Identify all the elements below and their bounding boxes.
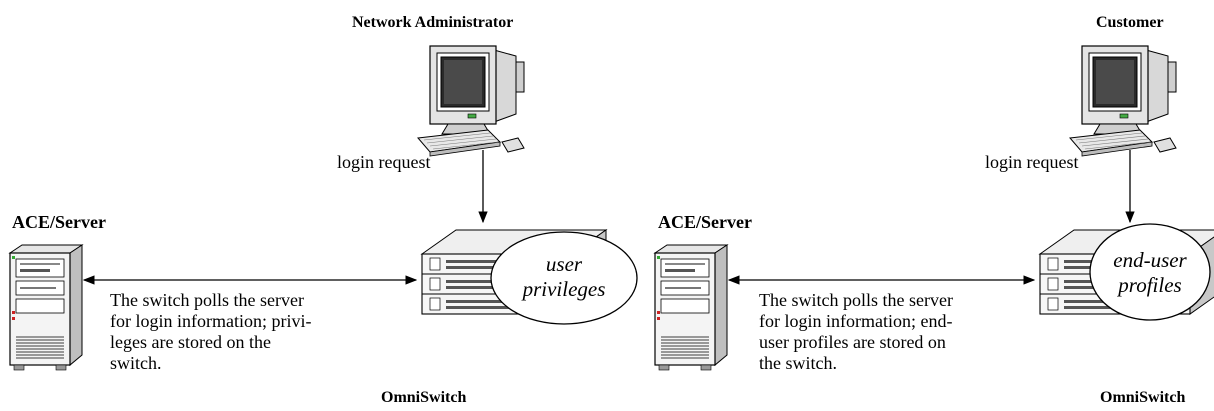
left-computer-icon: [417, 45, 525, 157]
right-server-tower-icon: [654, 244, 728, 371]
right-computer-icon: [1069, 45, 1177, 157]
left-privileges-bubble: [490, 231, 638, 325]
left-login-label: login request: [337, 152, 431, 172]
note-line: The switch polls the server: [759, 290, 953, 310]
note-line: leges are stored on the: [110, 332, 271, 352]
left-switch-title: OmniSwitch: [381, 389, 467, 406]
left-server-tower-icon: [9, 244, 83, 371]
note-line: for login information; privi-: [110, 311, 312, 331]
bubble-line: end-user: [1113, 248, 1187, 272]
note-line: switch.: [110, 353, 162, 373]
note-line: user profiles are stored on: [759, 332, 946, 352]
bubble-line: profiles: [1118, 273, 1182, 297]
note-line: The switch polls the server: [110, 290, 304, 310]
right-pc-title: Customer: [1096, 14, 1164, 31]
note-line: the switch.: [759, 353, 837, 373]
left-note: The switch polls the server for login in…: [110, 290, 311, 374]
left-server-title: ACE/Server: [12, 212, 106, 232]
right-server-title: ACE/Server: [658, 212, 752, 232]
right-login-label: login request: [985, 152, 1079, 172]
left-bubble-text: user privileges: [500, 252, 628, 302]
right-profiles-bubble: [1089, 223, 1211, 321]
right-note: The switch polls the server for login in…: [759, 290, 953, 374]
bubble-line: privileges: [522, 277, 606, 301]
bubble-line: user: [545, 252, 583, 276]
left-pc-title: Network Administrator: [352, 14, 514, 31]
right-bubble-text: end-user profiles: [1093, 248, 1207, 298]
right-switch-title: OmniSwitch: [1100, 389, 1186, 406]
note-line: for login information; end-: [759, 311, 953, 331]
